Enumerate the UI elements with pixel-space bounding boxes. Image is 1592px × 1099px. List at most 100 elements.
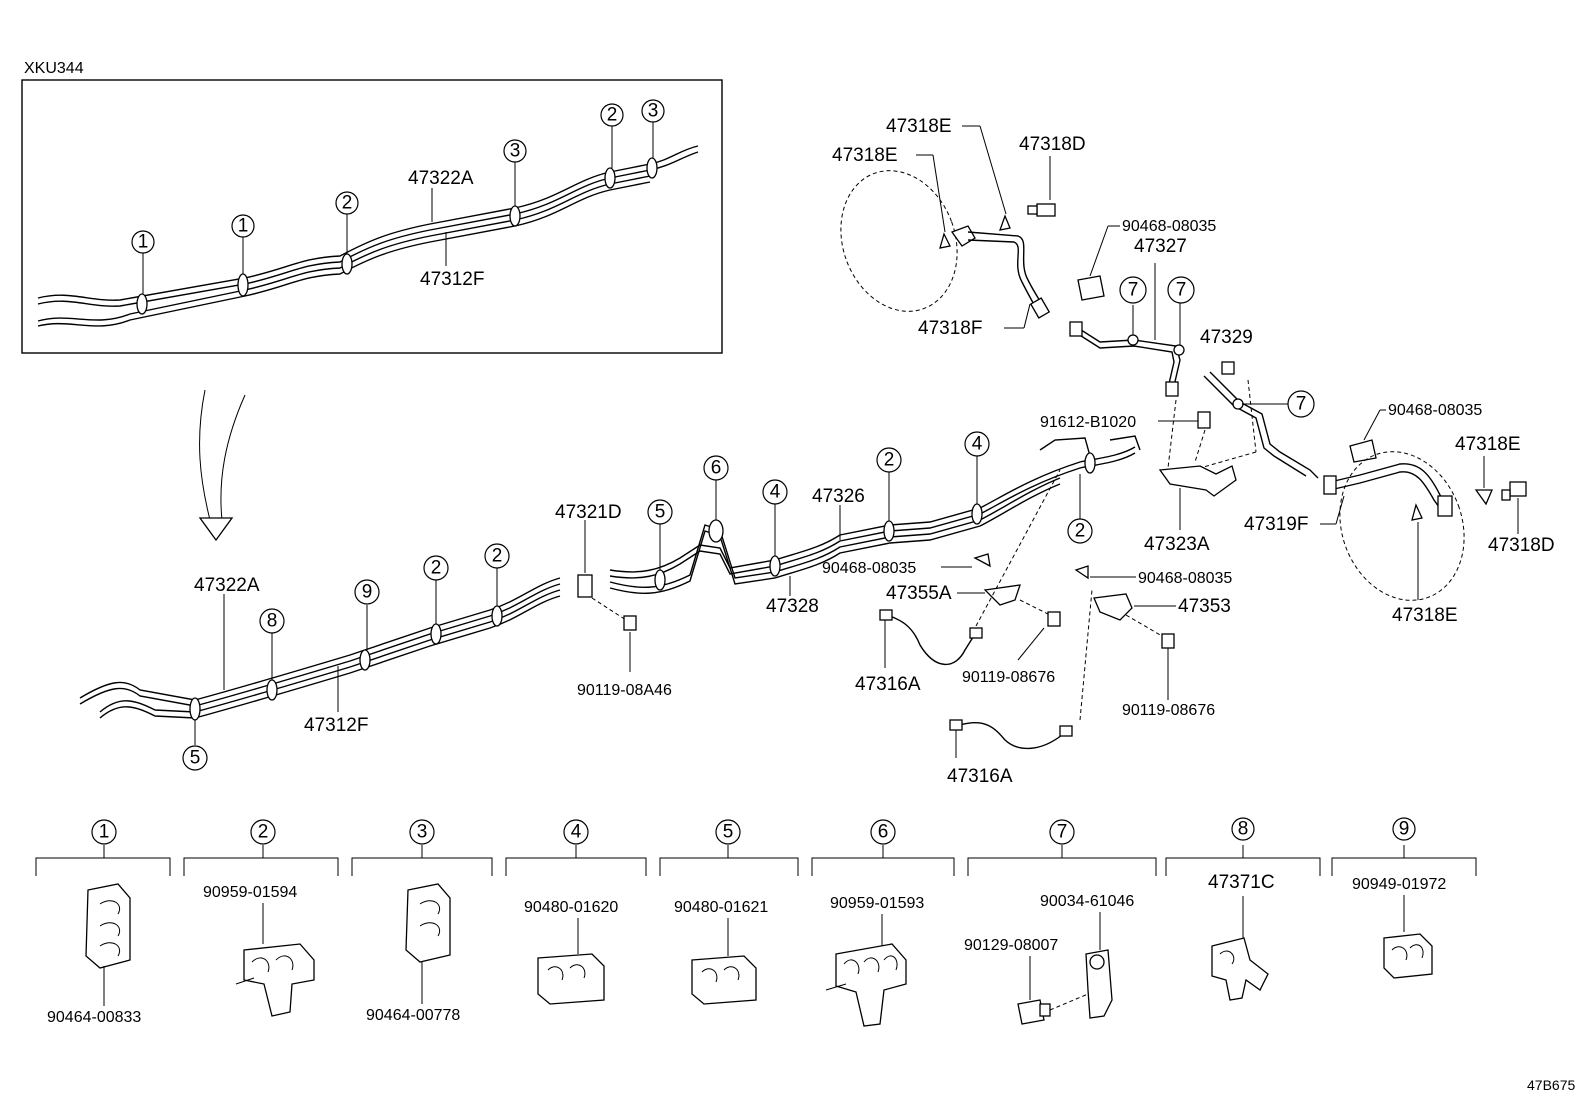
- svg-text:5: 5: [190, 748, 201, 769]
- legend-callout-3: 3: [409, 819, 435, 845]
- legend-part-6: 90959-01593: [830, 895, 924, 912]
- legend-part-3: 90464-00778: [366, 1007, 460, 1024]
- svg-text:2: 2: [431, 558, 442, 579]
- label-90468-08035-b: 90468-08035: [1388, 402, 1482, 419]
- svg-text:2: 2: [492, 546, 503, 567]
- label-47318E-top: 47318E: [886, 116, 952, 137]
- top-callout-7b: 7: [1167, 276, 1195, 304]
- label-90119-08676-b: 90119-08676: [1122, 702, 1215, 719]
- inset-callout-1b: 1: [231, 214, 255, 238]
- legend-part-4: 90480-01620: [524, 899, 618, 916]
- top-callout-7c: 7: [1287, 390, 1315, 418]
- svg-text:2: 2: [258, 822, 269, 843]
- label-47318D-right: 47318D: [1488, 535, 1555, 556]
- front-brake-assembly: 47318E 47318E 47318D 47318F 90468-08035 …: [832, 116, 1555, 626]
- main-callout-2b: 2: [484, 543, 510, 569]
- clip-6-drawing: [825, 943, 907, 1027]
- legend-part-1: 90464-00833: [47, 1009, 141, 1026]
- legend-callout-1: 1: [91, 819, 117, 845]
- svg-text:4: 4: [972, 434, 983, 455]
- legend-part-7b: 90129-08007: [964, 937, 1058, 954]
- svg-text:2: 2: [342, 193, 353, 214]
- clip-7-drawing: [1017, 949, 1113, 1025]
- svg-text:5: 5: [655, 502, 666, 523]
- legend-callout-2: 2: [250, 819, 276, 845]
- svg-text:8: 8: [267, 611, 278, 632]
- svg-text:3: 3: [510, 141, 521, 162]
- svg-text:1: 1: [99, 822, 110, 843]
- legend-callout-4: 4: [563, 819, 589, 845]
- label-47353: 47353: [1178, 596, 1231, 617]
- svg-text:8: 8: [1238, 819, 1249, 840]
- mid-callout-2a: 2: [876, 447, 902, 473]
- clip-2-drawing: [235, 943, 315, 1017]
- label-90468-08035-a: 90468-08035: [1122, 218, 1216, 235]
- inset-callout-3a: 3: [503, 139, 527, 163]
- label-47316A-a: 47316A: [855, 674, 921, 695]
- svg-text:6: 6: [878, 822, 889, 843]
- mid-callout-6: 6: [703, 455, 729, 481]
- label-47318E-bottom: 47318E: [1392, 605, 1458, 626]
- svg-text:7: 7: [1296, 394, 1307, 415]
- inset-callout-2a: 2: [335, 191, 359, 215]
- inset-callout-2b: 2: [600, 103, 624, 127]
- svg-text:3: 3: [648, 101, 659, 122]
- svg-text:9: 9: [1399, 819, 1410, 840]
- label-47318D-top: 47318D: [1019, 134, 1086, 155]
- mid-callout-4b: 4: [964, 431, 990, 457]
- svg-text:5: 5: [723, 822, 734, 843]
- label-47326: 47326: [812, 486, 865, 507]
- legend-callout-9: 9: [1392, 817, 1416, 841]
- label-47318F: 47318F: [918, 318, 982, 339]
- curved-arrow: [198, 389, 246, 542]
- label-91612-B1020: 91612-B1020: [1040, 414, 1136, 431]
- inset-panel: 47322A 47312F 1 1 2 3 2 3: [21, 79, 723, 354]
- svg-text:2: 2: [607, 105, 618, 126]
- main-label-47322A: 47322A: [194, 575, 260, 596]
- clip-1-drawing: [85, 883, 131, 1006]
- clip-5-drawing: [691, 955, 757, 1005]
- clip-8-drawing: [1211, 937, 1269, 1001]
- label-47316A-b: 47316A: [947, 766, 1013, 787]
- main-callout-8: 8: [259, 608, 285, 634]
- label-47328: 47328: [766, 596, 819, 617]
- svg-text:7: 7: [1176, 280, 1187, 301]
- svg-text:7: 7: [1057, 822, 1068, 843]
- label-47327: 47327: [1134, 236, 1187, 257]
- clip-4-drawing: [537, 953, 605, 1005]
- svg-text:4: 4: [571, 822, 582, 843]
- label-47318E-right: 47318E: [1455, 434, 1521, 455]
- diagram-code: XKU344: [24, 60, 84, 77]
- legend-callout-5: 5: [715, 819, 741, 845]
- legend-part-9: 90949-01972: [1352, 876, 1446, 893]
- label-90119-08A46: 90119-08A46: [577, 682, 672, 699]
- inset-label-47322A: 47322A: [408, 168, 474, 189]
- inset-callout-3b: 3: [641, 99, 665, 123]
- svg-text:4: 4: [770, 482, 781, 503]
- label-90119-08676-a: 90119-08676: [962, 669, 1055, 686]
- main-callout-5: 5: [182, 745, 208, 771]
- svg-text:1: 1: [138, 232, 149, 253]
- main-callout-2a: 2: [423, 555, 449, 581]
- label-47319F: 47319F: [1244, 514, 1308, 535]
- inset-label-47312F: 47312F: [420, 269, 484, 290]
- top-callout-7a: 7: [1119, 276, 1147, 304]
- label-90468-08035-c: 90468-08035: [822, 560, 916, 577]
- legend-part-5: 90480-01621: [674, 899, 768, 916]
- figure-id: 47B675: [1527, 1077, 1575, 1093]
- mid-callout-4a: 4: [762, 479, 788, 505]
- main-callout-9: 9: [354, 579, 380, 605]
- legend-part-8: 47371C: [1208, 872, 1275, 893]
- label-47355A: 47355A: [886, 583, 952, 604]
- label-47329: 47329: [1200, 327, 1253, 348]
- label-47321D: 47321D: [555, 502, 622, 523]
- label-90468-08035-d: 90468-08035: [1138, 570, 1232, 587]
- legend-part-7a: 90034-61046: [1040, 893, 1134, 910]
- clip-9-drawing: [1383, 933, 1433, 979]
- svg-text:3: 3: [417, 822, 428, 843]
- legend-callout-7: 7: [1049, 819, 1075, 845]
- main-rear-assembly: 47322A 47312F 5 8 9 2 2: [79, 543, 561, 771]
- label-47323A: 47323A: [1144, 534, 1210, 555]
- svg-text:1: 1: [238, 216, 249, 237]
